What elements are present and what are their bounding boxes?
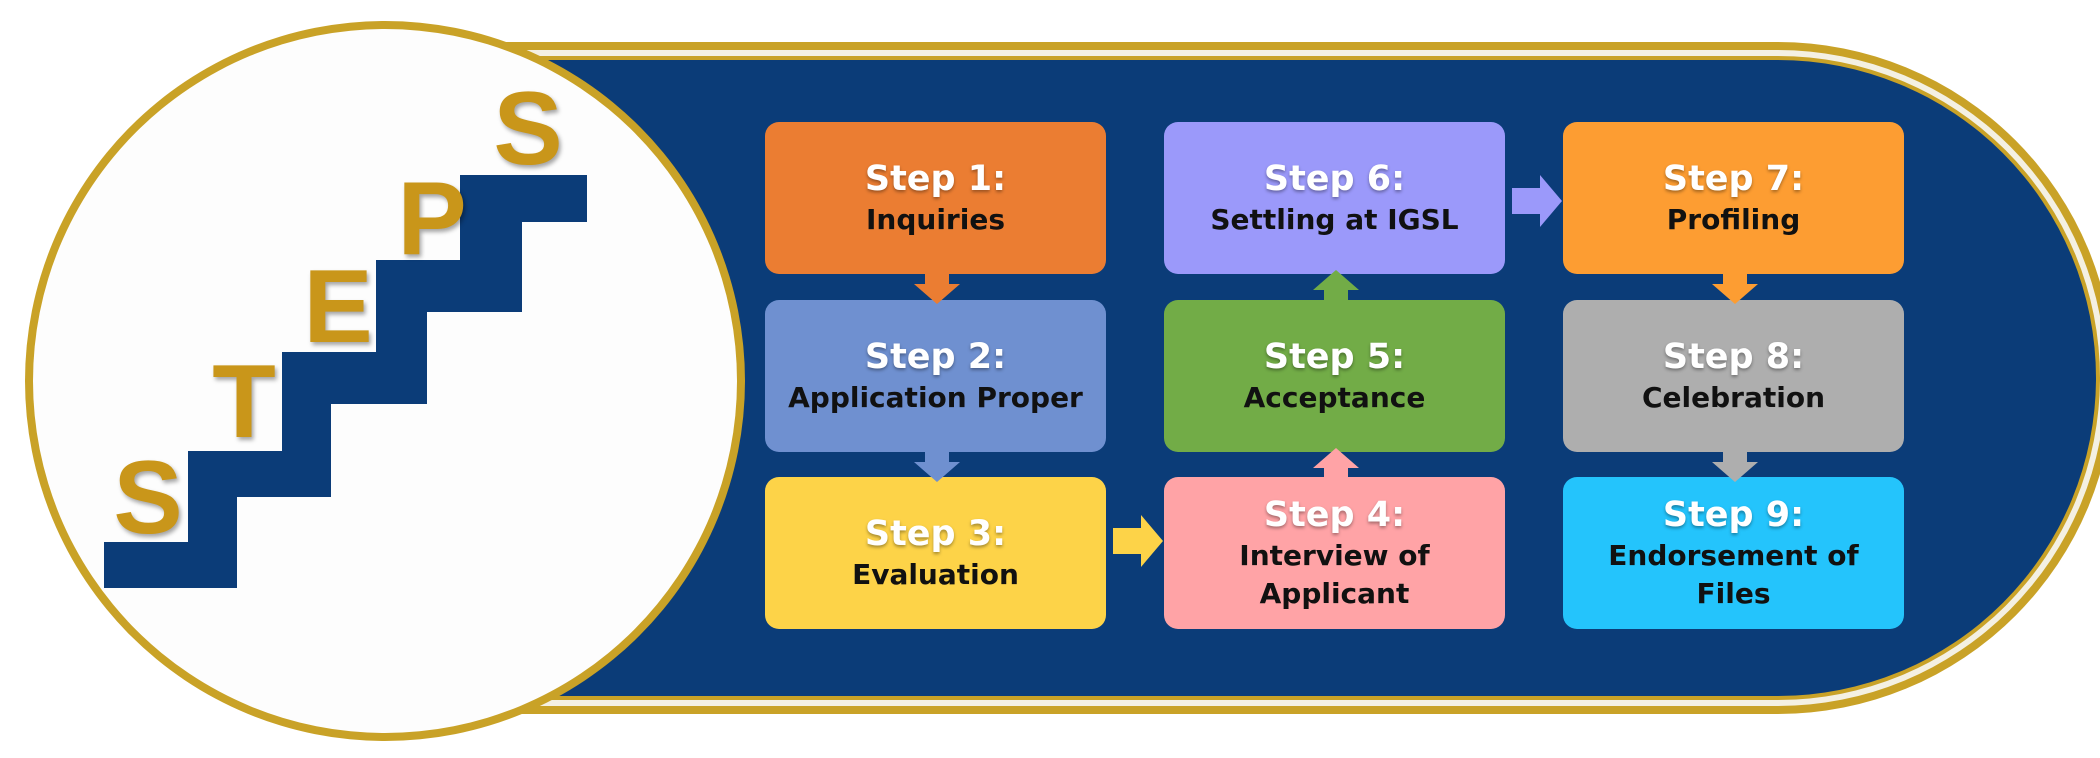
step-8-box: Step 8: Celebration — [1563, 300, 1904, 452]
step-8-number: Step 8: — [1662, 337, 1805, 377]
step-6-name: Settling at IGSL — [1210, 203, 1459, 236]
step-4-name: Interview of Applicant — [1239, 539, 1430, 610]
step-9-name: Endorsement of Files — [1608, 539, 1859, 610]
step-6-number: Step 6: — [1263, 159, 1406, 199]
arrow-step2-to-step3 — [914, 448, 960, 482]
step-3-name: Evaluation — [852, 558, 1019, 591]
step-9-number: Step 9: — [1662, 495, 1805, 535]
step-7-box: Step 7: Profiling — [1563, 122, 1904, 274]
logo-letter-t: T — [212, 344, 276, 460]
staircase-icon — [104, 175, 587, 588]
step-8-name: Celebration — [1641, 381, 1826, 414]
step-5-number: Step 5: — [1263, 337, 1406, 377]
logo-letter-e: E — [303, 249, 372, 365]
step-3-number: Step 3: — [864, 514, 1007, 554]
arrow-step4-to-step5 — [1313, 448, 1359, 482]
step-1-name: Inquiries — [866, 203, 1005, 236]
logo-letter-s1: S — [113, 440, 182, 556]
logo-letter-s2: S — [493, 71, 562, 187]
arrow-step3-to-step4 — [1113, 515, 1163, 567]
step-5-box: Step 5: Acceptance — [1164, 300, 1505, 452]
arrow-step6-to-step7 — [1512, 175, 1562, 227]
step-2-box: Step 2: Application Proper — [765, 300, 1106, 452]
step-5-name: Acceptance — [1243, 381, 1426, 414]
step-3-box: Step 3: Evaluation — [765, 477, 1106, 629]
step-1-box: Step 1: Inquiries — [765, 122, 1106, 274]
arrow-step5-to-step6 — [1313, 270, 1359, 304]
arrow-step1-to-step2 — [914, 270, 960, 304]
step-9-box: Step 9: Endorsement of Files — [1563, 477, 1904, 629]
step-2-name: Application Proper — [788, 381, 1083, 414]
step-4-number: Step 4: — [1263, 495, 1406, 535]
arrow-step7-to-step8 — [1712, 270, 1758, 304]
step-1-number: Step 1: — [864, 159, 1007, 199]
step-6-box: Step 6: Settling at IGSL — [1164, 122, 1505, 274]
logo-letter-p: P — [397, 161, 466, 277]
step-2-number: Step 2: — [864, 337, 1007, 377]
step-7-name: Profiling — [1666, 203, 1801, 236]
arrow-step8-to-step9 — [1712, 448, 1758, 482]
step-4-box: Step 4: Interview of Applicant — [1164, 477, 1505, 629]
step-7-number: Step 7: — [1662, 159, 1805, 199]
